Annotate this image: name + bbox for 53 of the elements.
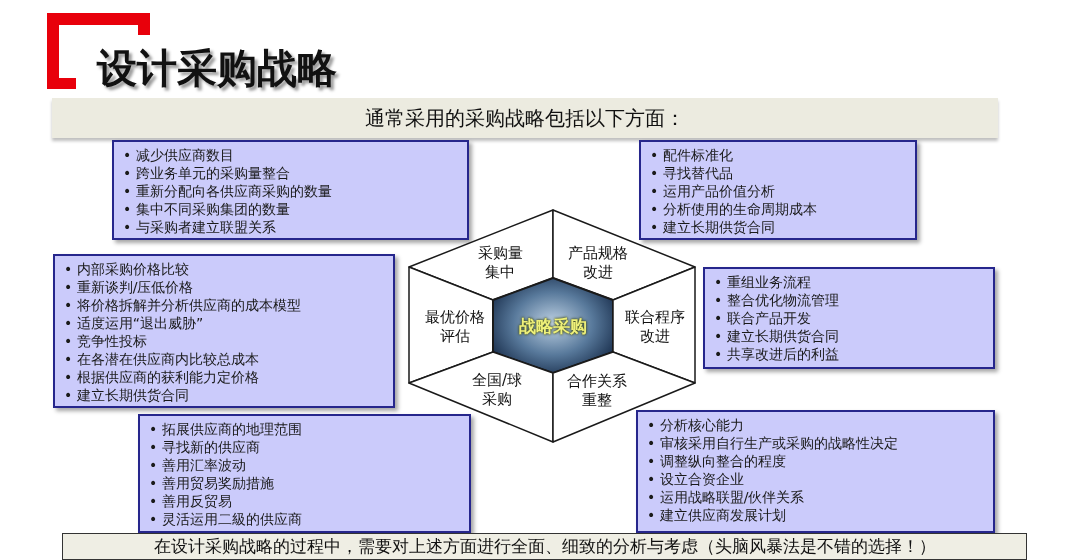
bullet-item: • 审核采用自行生产或采购的战略性决定 xyxy=(647,434,898,452)
page-title: 设计采购战略 xyxy=(97,44,337,92)
bullet-item: • 竞争性投标 xyxy=(64,332,147,350)
bullet-item: • 设立合资企业 xyxy=(647,470,744,488)
bullet-item: • 寻找新的供应商 xyxy=(149,438,260,456)
segment-label: 全国/球采购 xyxy=(470,371,524,409)
strategy-list-box xyxy=(112,140,469,240)
bullet-item: • 灵活运用二級的供应商 xyxy=(149,510,302,528)
bullet-item: • 重组业务流程 xyxy=(714,273,811,291)
bullet-item: • 将价格拆解并分析供应商的成本模型 xyxy=(64,296,301,314)
bullet-item: • 整合优化物流管理 xyxy=(714,291,839,309)
bullet-item: • 建立长期供货合同 xyxy=(650,218,775,236)
bullet-item: • 分析使用的生命周期成本 xyxy=(650,200,817,218)
bullet-item: • 善用贸易奖励措施 xyxy=(149,474,274,492)
bullet-item: • 配件标准化 xyxy=(650,146,733,164)
bullet-item: • 联合产品开发 xyxy=(714,309,811,327)
bullet-item: • 在各潜在供应商内比较总成本 xyxy=(64,350,259,368)
bullet-item: • 内部采购价格比较 xyxy=(64,260,189,278)
bullet-item: • 重新谈判/压低价格 xyxy=(64,278,194,296)
bullet-item: • 建立长期供货合同 xyxy=(714,327,839,345)
segment-label: 产品规格改进 xyxy=(567,244,629,282)
strategy-list-box xyxy=(636,410,995,533)
bullet-item: • 寻找替代品 xyxy=(650,164,733,182)
bullet-item: • 建立长期供货合同 xyxy=(64,386,189,404)
bullet-item: • 减少供应商数目 xyxy=(123,146,234,164)
bullet-item: • 善用汇率波动 xyxy=(149,456,246,474)
note-band xyxy=(62,533,1027,560)
segment-label: 合作关系重整 xyxy=(566,372,628,410)
segment-label: 采购量集中 xyxy=(476,244,524,282)
bullet-item: • 善用反贸易 xyxy=(149,492,232,510)
bullet-item: • 拓展供应商的地理范围 xyxy=(149,420,302,438)
bullet-item: • 运用产品价值分析 xyxy=(650,182,775,200)
segment-label: 最优价格评估 xyxy=(424,308,486,346)
bullet-item: • 共享改进后的利益 xyxy=(714,345,839,363)
note-text: 在设计采购战略的过程中，需要对上述方面进行全面、细致的分析与考虑（头脑风暴法是不错的选择！） xyxy=(153,536,936,557)
bullet-item: • 跨业务单元的采购量整合 xyxy=(123,164,290,182)
strategy-list-box xyxy=(639,140,917,240)
segment-label: 联合程序改进 xyxy=(624,308,686,346)
strategy-list-box xyxy=(53,254,395,408)
bullet-item: • 调整纵向整合的程度 xyxy=(647,452,786,470)
bullet-item: • 分析核心能力 xyxy=(647,416,744,434)
bullet-item: • 重新分配向各供应商采购的数量 xyxy=(123,182,332,200)
bullet-item: • 根据供应商的获利能力定价格 xyxy=(64,368,259,386)
heading-band xyxy=(52,98,998,138)
bullet-item: • 建立供应商发展计划 xyxy=(647,506,786,524)
hub-label: 战略采购 xyxy=(519,316,587,336)
bullet-item: • 适度运用“退出威胁” xyxy=(64,314,204,332)
strategy-list-box xyxy=(138,414,471,533)
heading-text: 通常采用的采购战略包括以下方面： xyxy=(365,106,685,130)
bullet-item: • 集中不同采购集团的数量 xyxy=(123,200,290,218)
bullet-item: • 与采购者建立联盟关系 xyxy=(123,218,276,236)
strategy-list-box xyxy=(703,267,995,369)
bullet-item: • 运用战略联盟/伙伴关系 xyxy=(647,488,805,506)
